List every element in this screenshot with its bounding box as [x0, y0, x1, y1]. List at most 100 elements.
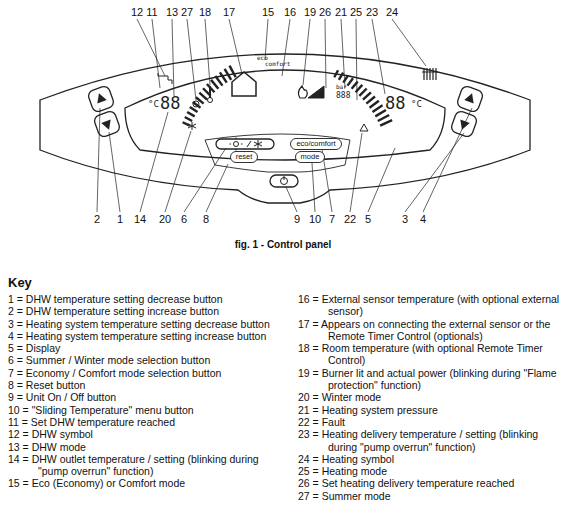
- bar-segment: [211, 80, 218, 89]
- callout-number: 9: [294, 214, 300, 225]
- control-panel-drawing: [0, 0, 566, 260]
- bar-segment: [215, 76, 222, 86]
- key-item: 24 = Heating symbol: [298, 453, 560, 465]
- callout-number: 6: [181, 214, 187, 225]
- display-segment-text: bar: [336, 84, 347, 90]
- display-segment-text: °C: [411, 100, 422, 109]
- callout-number: 2: [94, 214, 100, 225]
- display-segment-text: 888: [336, 92, 350, 100]
- bar-segment: [373, 105, 383, 112]
- callout-number: 11: [146, 7, 157, 18]
- bar-segment: [378, 115, 389, 121]
- key-item: 1 = DHW temperature setting decrease but…: [8, 293, 283, 305]
- key-item: 10 = "Sliding Temperature" menu button: [8, 404, 283, 416]
- key-item: 27 = Summer mode: [298, 490, 560, 502]
- key-item: 9 = Unit On / Off button: [8, 391, 283, 403]
- key-item: 18 = Room temperature (with optional Rem…: [298, 342, 560, 367]
- callout-number: 18: [199, 7, 211, 18]
- callout-number: 13: [166, 7, 178, 18]
- bar-segment: [196, 97, 204, 103]
- key-item: 14 = DHW outlet temperature / setting (b…: [8, 453, 283, 478]
- key-item: 6 = Summer / Winter mode selection butto…: [8, 354, 283, 366]
- callout-number: 15: [262, 7, 274, 18]
- key-heading: Key: [8, 276, 32, 289]
- panel-housing: [40, 54, 530, 203]
- key-column: 16 = External sensor temperature (with o…: [298, 293, 560, 502]
- key-item: 20 = Winter mode: [298, 391, 560, 403]
- bar-segment: [190, 107, 198, 112]
- bar-segment: [375, 110, 386, 116]
- callout-number: 1: [117, 214, 123, 225]
- bar-segment: [203, 88, 211, 96]
- bar-segment: [339, 73, 343, 80]
- callout-number: 16: [284, 7, 296, 18]
- display-segment-text: comfort: [265, 61, 290, 67]
- callout-number: 19: [304, 7, 316, 18]
- flame-icon: [298, 86, 307, 98]
- key-item: 4 = Heating system temperature setting i…: [8, 330, 283, 342]
- signal-bars: [308, 86, 324, 98]
- bar-segment: [220, 72, 227, 82]
- bar-segment: [183, 122, 190, 125]
- callout-number: 8: [203, 214, 209, 225]
- key-item: 25 = Heating mode: [298, 465, 560, 477]
- bar-segment: [370, 101, 379, 108]
- callout-number: 12: [131, 7, 143, 18]
- key-item: 26 = Set heating delivery temperature re…: [298, 477, 560, 489]
- dhw-increase-button: [87, 85, 115, 113]
- key-item: 2 = DHW temperature setting increase but…: [8, 305, 283, 317]
- bar-segment: [348, 78, 353, 85]
- bar-segment: [199, 93, 207, 100]
- button-label: mode: [301, 153, 320, 161]
- callout-number: 22: [344, 214, 356, 225]
- bar-segment: [187, 112, 195, 116]
- panel-button: mode: [295, 151, 326, 163]
- bar-segment: [380, 120, 392, 126]
- key-item: 12 = DHW symbol: [8, 428, 283, 440]
- key-item: 21 = Heating system pressure: [298, 404, 560, 416]
- display-segment-text: °C: [148, 100, 159, 109]
- bar-segment: [334, 70, 338, 77]
- display-segment-text: 88: [160, 95, 180, 112]
- callout-number: 7: [329, 214, 335, 225]
- callout-number: 23: [366, 7, 378, 18]
- heating-decrease-button: [450, 110, 478, 138]
- fault-icon: [360, 124, 368, 131]
- key-item: 23 = Heating delivery temperature / sett…: [298, 428, 560, 453]
- faucet-icon: [158, 73, 172, 84]
- key-column: 1 = DHW temperature setting decrease but…: [8, 293, 283, 490]
- key-item: 7 = Economy / Comfort mode selection but…: [8, 367, 283, 379]
- callout-number: 5: [365, 214, 371, 225]
- callout-number: 27: [181, 7, 193, 18]
- display-window: [125, 70, 445, 160]
- bar-segment: [185, 117, 192, 121]
- key-item: 16 = External sensor temperature (with o…: [298, 293, 560, 318]
- bar-segment: [193, 102, 201, 108]
- summer-winter-button: [216, 139, 274, 149]
- key-item: 19 = Burner lit and actual power (blinki…: [298, 367, 560, 392]
- key-item: 13 = DHW mode: [8, 441, 283, 453]
- key-item: 22 = Fault: [298, 416, 560, 428]
- bar-segment: [359, 89, 366, 96]
- panel-button: eco/comfort: [290, 138, 341, 150]
- heating-increase-button: [456, 85, 484, 113]
- callout-number: 24: [386, 7, 398, 18]
- bar-segment: [363, 92, 371, 99]
- callout-number: 17: [223, 7, 235, 18]
- display-segment-text: 88: [385, 95, 405, 112]
- bar-segment: [366, 97, 375, 104]
- key-item: 5 = Display: [8, 342, 283, 354]
- power-button: [270, 175, 298, 187]
- bar-segment: [207, 84, 215, 92]
- callout-number: 25: [350, 7, 362, 18]
- button-label: reset: [236, 153, 253, 161]
- key-item: 11 = Set DHW temperature reached: [8, 416, 283, 428]
- bar-segment: [230, 66, 236, 78]
- bar-segment: [225, 69, 232, 80]
- figure-caption: fig. 1 - Control panel: [235, 240, 332, 250]
- callout-number: 20: [159, 214, 171, 225]
- key-item: 17 = Appears on connecting the external …: [298, 318, 560, 343]
- callout-number: 26: [319, 7, 331, 18]
- button-label: eco/comfort: [296, 140, 335, 148]
- callout-number: 3: [402, 214, 408, 225]
